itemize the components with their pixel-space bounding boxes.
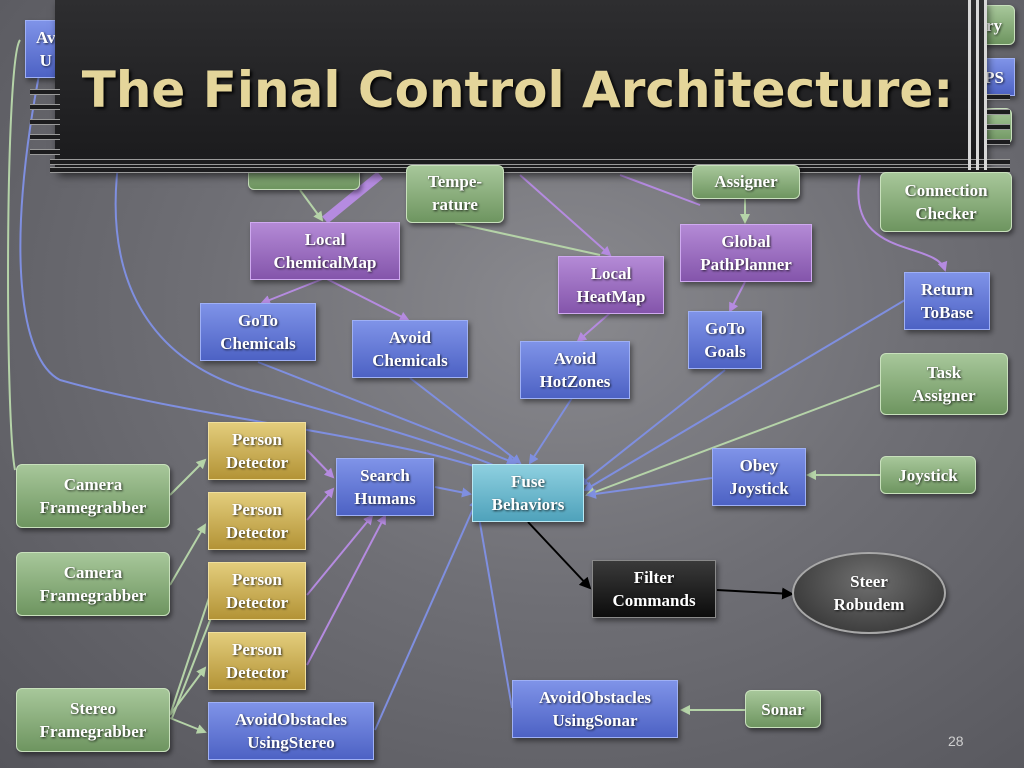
node-local-chemicalmap: Local ChemicalMap xyxy=(250,222,400,280)
title-band-stripe xyxy=(50,160,1010,164)
arrow-stereo-obs xyxy=(169,717,207,734)
arrow-global-goto xyxy=(729,281,746,313)
arrow-gotochem-fuse xyxy=(257,361,517,465)
arrow-pd4-search xyxy=(306,514,386,666)
arrow-stereo-fuse xyxy=(374,498,479,731)
node-tempe-rature: Tempe- rature xyxy=(406,165,504,223)
node-goto-goals: GoTo Goals xyxy=(688,311,762,369)
title-band-stripe xyxy=(985,110,1010,114)
title-band-edge xyxy=(968,0,971,170)
node-search-humans: Search Humans xyxy=(336,458,434,516)
node-camera-framegrabber-1: Camera Framegrabber xyxy=(16,464,170,528)
arrow-stereo-pd4 xyxy=(169,666,207,716)
node-filter-commands: Filter Commands xyxy=(592,560,716,618)
title-band-stripe xyxy=(985,95,1010,99)
arrow-filter-steer xyxy=(716,587,794,600)
title-band-edge xyxy=(984,0,987,170)
arrow-pd2-search xyxy=(306,487,335,521)
arrow-chemical-thick xyxy=(322,171,383,224)
arrow-heatmap-avoid xyxy=(576,312,611,343)
arrow-cam2-pd2 xyxy=(169,523,207,586)
slide-number: 28 xyxy=(948,733,964,749)
arrow-obey-fuse xyxy=(586,477,713,499)
arrow-task-fuse xyxy=(585,384,881,497)
node-avoidobstacles-usingstereo: AvoidObstacles UsingStereo xyxy=(208,702,374,760)
arrow-green-chemmap xyxy=(299,189,324,222)
arrow-chemmap-goto xyxy=(260,277,326,305)
arrow-pd1-search xyxy=(306,449,335,479)
arrow-pd3-search xyxy=(306,514,374,596)
arrow-cam1-pd1 xyxy=(169,458,207,496)
arrow-gotogoals-fuse xyxy=(578,369,726,487)
arrow-left-loop-blue xyxy=(19,69,512,481)
title-band-stripe xyxy=(985,125,1010,129)
node-local-heatmap: Local HeatMap xyxy=(558,256,664,314)
node-assigner-top: Assigner xyxy=(692,165,800,199)
node-joystick: Joystick xyxy=(880,456,976,494)
node-person-detector-1: Person Detector xyxy=(208,422,306,480)
title-band-stripe xyxy=(30,105,60,109)
node-avoidobstacles-usingsonar: AvoidObstacles UsingSonar xyxy=(512,680,678,738)
arrow-fuse-filter xyxy=(527,521,592,590)
title-band-stripe xyxy=(30,90,60,94)
node-task-assigner: Task Assigner xyxy=(880,353,1008,415)
arrow-left-loop-outer xyxy=(7,39,21,471)
arrow-return-fuse xyxy=(583,299,906,492)
title-band-stripe xyxy=(30,135,60,139)
title-band-stripe xyxy=(50,168,1010,172)
title-band-edge xyxy=(976,0,979,170)
node-goto-chemicals: GoTo Chemicals xyxy=(200,303,316,361)
title-band xyxy=(55,0,985,172)
node-connection-checker: Connection Checker xyxy=(880,172,1012,232)
node-global-pathplanner: Global PathPlanner xyxy=(680,224,812,282)
arrow-hotzones-fuse xyxy=(528,397,573,465)
node-avoid-hotzones: Avoid HotZones xyxy=(520,341,630,399)
node-stereo-framegrabber: Stereo Framegrabber xyxy=(16,688,170,752)
arrow-left-loop-blue-2 xyxy=(114,149,506,471)
node-steer-robudem: Steer Robudem xyxy=(792,552,946,634)
node-avoid-chemicals: Avoid Chemicals xyxy=(352,320,468,378)
node-camera-framegrabber-2: Camera Framegrabber xyxy=(16,552,170,616)
arrow-search-fuse xyxy=(434,486,472,498)
title-band-stripe xyxy=(985,140,1010,144)
arrow-sonarobs-fuse xyxy=(472,498,513,709)
node-sonar: Sonar xyxy=(745,690,821,728)
arrow-top-global xyxy=(619,174,701,206)
arrow-stereo-pd3 xyxy=(169,578,218,716)
node-obey-joystick: Obey Joystick xyxy=(712,448,806,506)
arrow-return-loop xyxy=(857,174,948,272)
node-person-detector-2: Person Detector xyxy=(208,492,306,550)
node-return-tobase: Return ToBase xyxy=(904,272,990,330)
page-title: The Final Control Architecture: xyxy=(81,61,954,119)
arrow-top-heatmap xyxy=(519,174,612,257)
arrow-temp-heatmap xyxy=(454,222,601,256)
arrow-chemmap-avoid xyxy=(324,277,410,321)
title-band-stripe xyxy=(30,120,60,124)
node-person-detector-4: Person Detector xyxy=(208,632,306,690)
node-person-detector-3: Person Detector xyxy=(208,562,306,620)
arrow-avoidchem-fuse xyxy=(409,377,522,465)
node-fuse-behaviors: Fuse Behaviors xyxy=(472,464,584,522)
title-band-stripe xyxy=(30,150,60,154)
